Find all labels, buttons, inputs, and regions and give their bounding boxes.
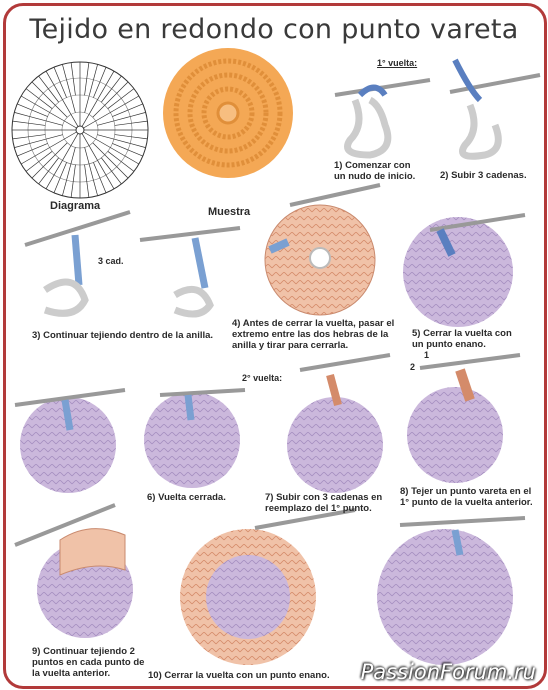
step1-illustration	[334, 78, 431, 159]
step5b-illustration	[14, 388, 126, 493]
number-2-label: 2	[410, 362, 416, 372]
step-10-caption: 10) Cerrar la vuelta con un punto enano.	[148, 670, 330, 681]
step10-illustration	[180, 508, 356, 665]
step8-illustration	[407, 353, 521, 483]
step-1-caption: 1) Comenzar con un nudo de inicio.	[334, 160, 416, 182]
diagram-label: Diagrama	[50, 200, 101, 212]
sample-swatch	[163, 48, 293, 178]
step7-illustration	[287, 353, 391, 493]
step-4-caption: 4) Antes de cerrar la vuelta, pasar el e…	[232, 318, 395, 351]
watermark: PassionForum.ru	[360, 660, 536, 684]
step5-illustration	[403, 213, 526, 327]
stitch-diagram	[11, 61, 149, 199]
step2-illustration	[449, 58, 541, 160]
step4-illustration	[264, 183, 381, 316]
number-1-label: 1	[424, 350, 430, 360]
step-6-caption: 6) Vuelta cerrada.	[147, 492, 226, 503]
step-5-caption: 5) Cerrar la vuelta con un punto enano.	[412, 328, 512, 350]
step-3-caption: 3) Continuar tejiendo dentro de la anill…	[32, 330, 214, 341]
step10b-illustration	[377, 516, 526, 665]
step3b-illustration	[139, 226, 241, 318]
step-9-caption: 9) Continuar tejiendo 2 puntos en cada p…	[32, 646, 145, 679]
chain3-label: 3 cad.	[98, 256, 124, 266]
step-2-caption: 2) Subir 3 cadenas.	[440, 170, 527, 181]
round2-label: 2° vuelta:	[242, 373, 283, 383]
step6-illustration	[144, 388, 246, 488]
step-7-caption: 7) Subir con 3 cadenas en reemplazo del …	[265, 492, 383, 514]
page-title: Tejido en redondo con punto vareta	[29, 14, 519, 45]
step9-illustration	[14, 503, 133, 638]
step3a-illustration	[24, 210, 131, 317]
sample-label: Muestra	[208, 206, 251, 218]
round1-label: 1° vuelta:	[377, 58, 418, 68]
step-8-caption: 8) Tejer un punto vareta en el 1° punto …	[400, 486, 533, 508]
